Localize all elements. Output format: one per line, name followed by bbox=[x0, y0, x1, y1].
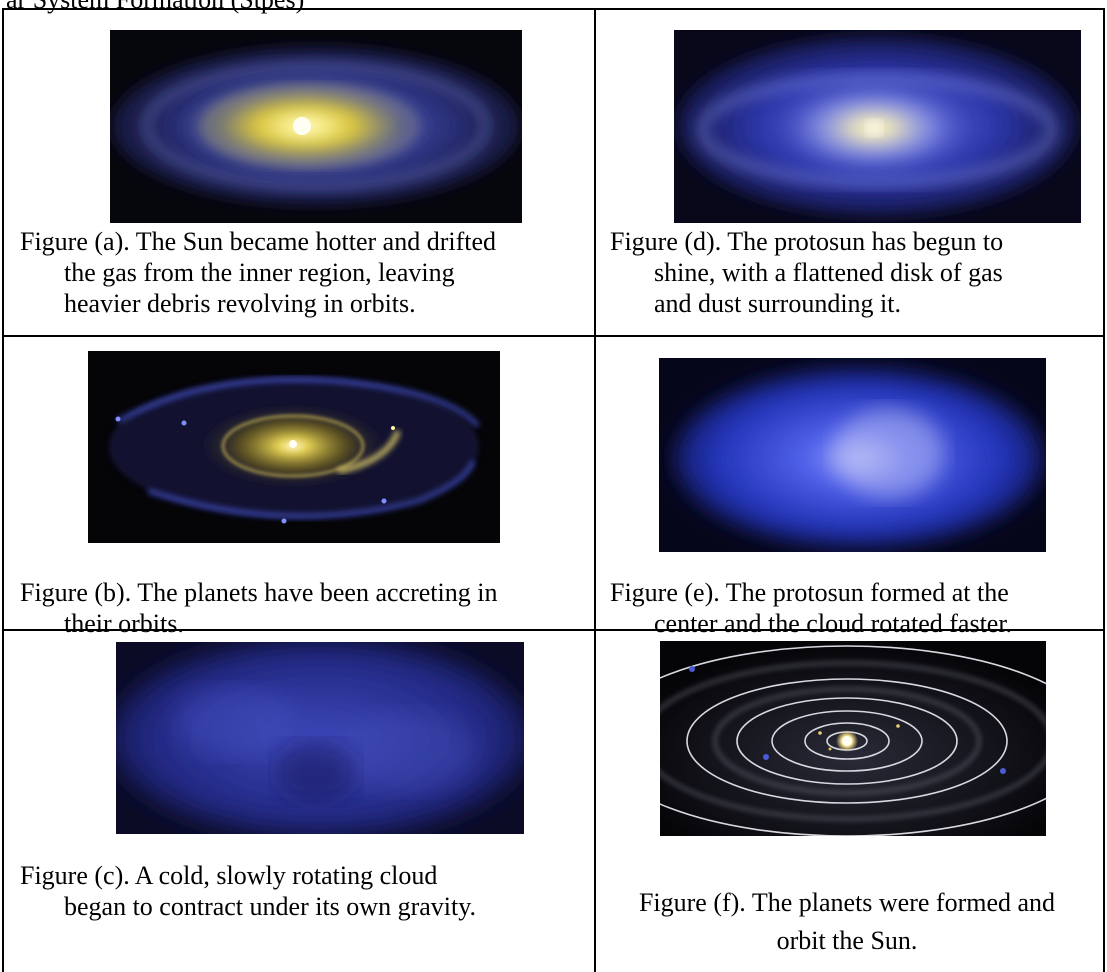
caption-line: the gas from the inner region, leaving bbox=[64, 258, 455, 287]
figure-d-caption: Figure (d). The protosun has begun to sh… bbox=[610, 226, 1003, 319]
figure-table bbox=[2, 8, 1105, 972]
figure-c-caption: Figure (c). A cold, slowly rotating clou… bbox=[20, 860, 476, 922]
figure-f-image bbox=[660, 641, 1046, 836]
figure-b-image bbox=[88, 351, 500, 543]
row-divider-top bbox=[4, 8, 1103, 10]
figure-a-caption: Figure (a). The Sun became hotter and dr… bbox=[20, 226, 496, 319]
caption-line: Figure (b). The planets have been accret… bbox=[20, 578, 498, 607]
caption-line: center and the cloud rotated faster. bbox=[654, 609, 1013, 638]
caption-line: heavier debris revolving in orbits. bbox=[64, 289, 416, 318]
page-heading-fragment: ar System Formation (Stpes) bbox=[6, 0, 304, 14]
caption-line: began to contract under its own gravity. bbox=[64, 892, 477, 921]
caption-line: orbit the Sun. bbox=[776, 926, 918, 955]
row-divider-2 bbox=[4, 629, 1103, 631]
figure-e-caption: Figure (e). The protosun formed at the c… bbox=[610, 577, 1012, 639]
caption-line: shine, with a flattened disk of gas bbox=[654, 258, 1003, 287]
caption-line: Figure (f). The planets were formed and bbox=[638, 888, 1056, 917]
caption-line: their orbits. bbox=[64, 609, 184, 638]
figure-a-image bbox=[110, 30, 522, 223]
figure-e-image bbox=[659, 358, 1046, 552]
caption-line: Figure (a). The Sun became hotter and dr… bbox=[20, 227, 497, 256]
figure-d-image bbox=[674, 30, 1081, 223]
caption-line: and dust surrounding it. bbox=[654, 289, 901, 318]
figure-c-image bbox=[116, 642, 524, 834]
caption-line: Figure (d). The protosun has begun to bbox=[610, 227, 1004, 256]
caption-line: Figure (e). The protosun formed at the bbox=[610, 578, 1009, 607]
figure-f-caption: Figure (f). The planets were formed and … bbox=[602, 884, 1092, 960]
row-divider-1 bbox=[4, 335, 1103, 337]
caption-line: Figure (c). A cold, slowly rotating clou… bbox=[20, 861, 438, 890]
column-divider bbox=[594, 8, 596, 972]
figure-b-caption: Figure (b). The planets have been accret… bbox=[20, 577, 497, 639]
